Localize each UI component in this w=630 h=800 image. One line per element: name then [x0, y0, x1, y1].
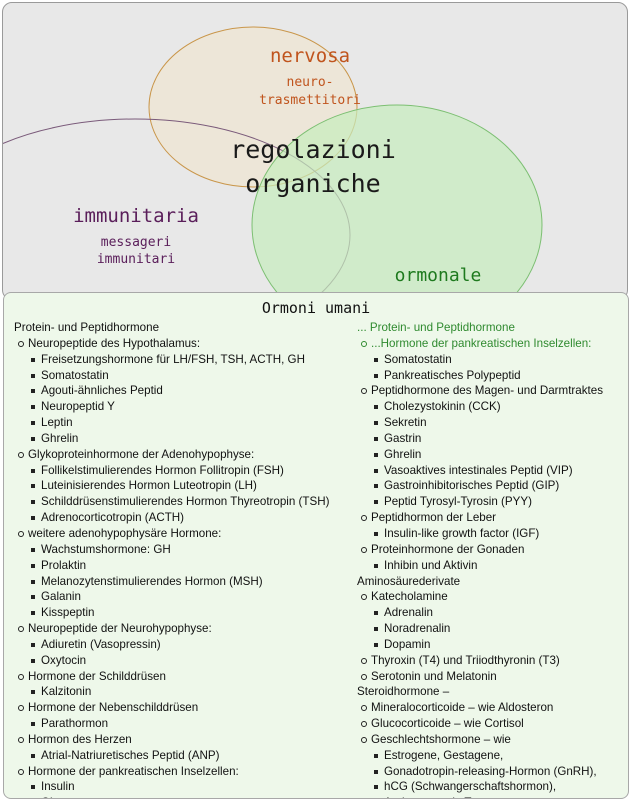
list-item: Hormone der Nebenschilddrüsen — [12, 700, 334, 716]
list-item: Mineralocorticoide – wie Aldosteron — [355, 700, 625, 716]
list-item: Parathormon — [12, 716, 334, 732]
nervosa-subtitle-line2: trasmettitori — [259, 93, 361, 108]
list-item: Pankreatisches Polypeptid — [355, 368, 625, 384]
immunitaria-subtitle-line1: messageri — [100, 235, 172, 250]
list-item: Glucocorticoide – wie Cortisol — [355, 716, 625, 732]
list-item: Gastrin — [355, 431, 625, 447]
list-item: Gastroinhibitorisches Peptid (GIP) — [355, 478, 625, 494]
list-item: Protein- und Peptidhormone — [14, 321, 160, 334]
list-item: Somatostatin — [355, 352, 625, 368]
center-title-line2: organiche — [245, 169, 381, 198]
list-item: Serotonin und Melatonin — [355, 669, 625, 685]
list-item: Peptidhormon der Leber — [355, 510, 625, 526]
immunitaria-subtitle-line2: immunitari — [96, 252, 176, 267]
list-item: Neuropeptid Y — [12, 399, 334, 415]
list-item: Prolaktin — [12, 558, 334, 574]
list-item: weitere adenohypophysäre Hormone: — [12, 526, 334, 542]
list-item: Neuropeptide des Hypothalamus: — [12, 336, 334, 352]
list-item: Peptid Tyrosyl-Tyrosin (PYY) — [355, 494, 625, 510]
ormonale-label: ormonale — [394, 265, 482, 286]
list-item: Somatostatin — [12, 368, 334, 384]
list-item: Katecholamine — [355, 589, 625, 605]
list-item: Adrenalin — [355, 605, 625, 621]
nervosa-subtitle-line1: neuro- — [286, 75, 334, 90]
list-item: Neuropeptide der Neurohypophyse: — [12, 621, 334, 637]
list-item: Gonadotropin-releasing-Hormon (GnRH), — [355, 764, 625, 780]
list-item: Hormone der pankreatischen Inselzellen: — [12, 764, 334, 780]
list-item: Hormone der Schilddrüsen — [12, 669, 334, 685]
center-title-line1: regolazioni — [230, 135, 396, 164]
immunitaria-label: immunitaria — [73, 205, 199, 227]
list-item: ... Protein- und Peptidhormone — [357, 321, 515, 334]
list-item: Glucagon — [12, 795, 334, 798]
list-item: Steroidhormone – — [357, 685, 450, 699]
list-item: Thyroxin (T4) und Triiodthyronin (T3) — [355, 653, 625, 669]
list-item: Glykoproteinhormone der Adenohypophyse: — [12, 447, 334, 463]
list-item: Melanozytenstimulierendes Hormon (MSH) — [12, 574, 334, 590]
list-item: Ghrelin — [355, 447, 625, 463]
list-item: Kisspeptin — [12, 605, 334, 621]
list-item: Luteinisierendes Hormon Luteotropin (LH) — [12, 478, 334, 494]
list-item: Atrial-Natriuretisches Peptid (ANP) — [12, 748, 334, 764]
list-item: Peptidhormone des Magen- und Darmtraktes — [355, 383, 625, 399]
venn-diagram — [3, 26, 543, 299]
list-item: Proteinhormone der Gonaden — [355, 542, 625, 558]
list-item: Leptin — [12, 415, 334, 431]
list-item: Noradrenalin — [355, 621, 625, 637]
list-item: ...Hormone der pankreatischen Inselzelle… — [355, 336, 625, 352]
list-item: Wachstumshormone: GH — [12, 542, 334, 558]
list-item: Geschlechtshormone – wie — [355, 732, 625, 748]
list-item: Ghrelin — [12, 431, 334, 447]
list-item: hCG (Schwangerschaftshormon), — [355, 779, 625, 795]
list-item: Inhibin und Aktivin — [355, 558, 625, 574]
list-item: Dopamin — [355, 637, 625, 653]
panel-title: Ormoni umani — [261, 299, 371, 317]
list-item: Androgene wie Testosteron — [355, 795, 625, 798]
list-item: Adiuretin (Vasopressin) — [12, 637, 334, 653]
list-item: Schilddrüsenstimulierendes Hormon Thyreo… — [12, 494, 334, 510]
list-item: Sekretin — [355, 415, 625, 431]
nervosa-label: nervosa — [269, 45, 351, 67]
list-item: Oxytocin — [12, 653, 334, 669]
list-item: Freisetzungshormone für LH/FSH, TSH, ACT… — [12, 352, 334, 368]
list-item: Estrogene, Gestagene, — [355, 748, 625, 764]
list-item: Cholezystokinin (CCK) — [355, 399, 625, 415]
ormonale-circle — [251, 104, 543, 299]
list-item: Adrenocorticotropin (ACTH) — [12, 510, 334, 526]
list-item: Vasoaktives intestinales Peptid (VIP) — [355, 463, 625, 479]
list-item: Agouti-ähnliches Peptid — [12, 383, 334, 399]
list-item: Insulin — [12, 779, 334, 795]
right-column: ... Protein- und Peptidhormone ...Hormone… — [355, 320, 625, 798]
list-item: Hormon des Herzen — [12, 732, 334, 748]
list-item: Galanin — [12, 589, 334, 605]
list-item: Insulin-like growth factor (IGF) — [355, 526, 625, 542]
list-item: Aminosäurederivate — [357, 574, 461, 588]
venn-panel: nervosa neuro- trasmettitori regolazioni… — [2, 2, 628, 300]
list-item: Follikelstimulierendes Hormon Follitropi… — [12, 463, 334, 479]
list-item: Kalzitonin — [12, 684, 334, 700]
